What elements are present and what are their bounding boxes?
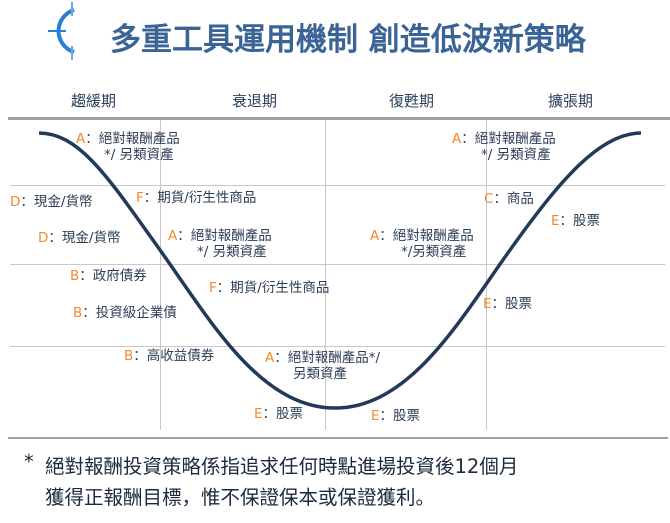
grid-v1 xyxy=(160,120,161,430)
asset-text: ：高收益債券 xyxy=(133,348,215,364)
crosshair-logo-icon xyxy=(48,2,75,60)
asset-text-2: */另類資產 xyxy=(401,244,467,260)
asset-label: D：現金/貨幣 xyxy=(38,230,120,246)
asset-key: A xyxy=(168,228,178,244)
asset-key: F xyxy=(136,190,144,206)
asset-key: E xyxy=(551,213,560,229)
asset-label: E：股票 xyxy=(551,213,600,229)
asset-label: B：高收益債券 xyxy=(124,348,214,364)
asset-key: A xyxy=(370,228,380,244)
asset-key: C xyxy=(484,191,494,207)
asset-text-2: */ 另類資產 xyxy=(197,244,267,260)
asset-text-2: */ 另類資產 xyxy=(481,147,551,163)
asset-label: E：股票 xyxy=(254,406,303,422)
asset-text: ：期貨/衍生性商品 xyxy=(143,190,257,206)
asset-key: B xyxy=(73,305,83,321)
asset-label: A：絕對報酬產品*/ 另類資產 xyxy=(76,131,180,163)
asset-key: D xyxy=(38,230,49,246)
asset-key: B xyxy=(124,348,134,364)
asset-text: ：股票 xyxy=(262,406,304,422)
asset-label: E：股票 xyxy=(371,408,420,424)
asset-key: E xyxy=(483,296,492,312)
asset-label: B：政府債券 xyxy=(70,268,147,284)
phase-slowdown: 趨緩期 xyxy=(71,92,117,110)
asset-text: ：絕對報酬產品 xyxy=(85,131,180,147)
grid-v3 xyxy=(486,120,487,430)
header-divider xyxy=(8,117,670,120)
footer-divider xyxy=(8,437,668,439)
asset-key: F xyxy=(209,280,217,296)
asset-label: F：期貨/衍生性商品 xyxy=(136,190,256,206)
asset-text: ：現金/貨幣 xyxy=(20,194,93,210)
phase-recovery: 復甦期 xyxy=(389,92,435,110)
asset-label: D：現金/貨幣 xyxy=(10,194,92,210)
phase-recession: 衰退期 xyxy=(232,92,278,110)
footnote-line1: 絕對報酬投資策略係指追求任何時點進場投資後12個月 xyxy=(45,455,519,478)
economic-cycle-curve xyxy=(38,131,642,410)
footnote-line2: 獲得正報酬目標，惟不保證保本或保證獲利。 xyxy=(45,486,436,509)
asset-text: ：股票 xyxy=(491,296,533,312)
asset-text: ：政府債券 xyxy=(79,268,147,284)
grid-h3 xyxy=(10,346,665,347)
asset-key: E xyxy=(371,408,380,424)
asset-key: E xyxy=(254,406,263,422)
asset-label: B：投資級企業債 xyxy=(73,305,177,321)
footnote-mark: * xyxy=(24,450,34,473)
phase-expansion: 擴張期 xyxy=(548,92,594,110)
asset-text: ：股票 xyxy=(379,408,421,424)
asset-text: ：投資級企業債 xyxy=(82,305,177,321)
asset-text: ：絕對報酬產品 xyxy=(177,228,272,244)
asset-key: B xyxy=(70,268,80,284)
asset-text: ：現金/貨幣 xyxy=(48,230,121,246)
asset-label: C：商品 xyxy=(484,191,534,207)
asset-key: A xyxy=(76,131,86,147)
asset-text-2: 另類資產 xyxy=(293,366,347,382)
asset-label: A：絕對報酬產品*/ 另類資產 xyxy=(168,228,272,260)
asset-label: A：絕對報酬產品*/另類資產 xyxy=(265,350,380,382)
asset-label: F：期貨/衍生性商品 xyxy=(209,280,329,296)
asset-text: ：絕對報酬產品 xyxy=(461,131,556,147)
asset-text: ：股票 xyxy=(559,213,601,229)
asset-label: A：絕對報酬產品*/ 另類資產 xyxy=(452,131,556,163)
asset-text-2: */ 另類資產 xyxy=(104,147,174,163)
asset-text: ：商品 xyxy=(493,191,534,207)
grid-h2 xyxy=(10,264,665,265)
asset-text: ：期貨/衍生性商品 xyxy=(216,280,330,296)
asset-text: ：絕對報酬產品*/ xyxy=(274,350,381,366)
grid-h1 xyxy=(10,185,665,186)
asset-key: A xyxy=(265,350,275,366)
page-title: 多重工具運用機制 創造低波新策略 xyxy=(110,22,586,58)
grid-v2 xyxy=(325,120,326,430)
asset-key: D xyxy=(10,194,21,210)
asset-key: A xyxy=(452,131,462,147)
asset-label: E：股票 xyxy=(483,296,532,312)
asset-text: ：絕對報酬產品 xyxy=(379,228,474,244)
asset-label: A：絕對報酬產品*/另類資產 xyxy=(370,228,474,260)
